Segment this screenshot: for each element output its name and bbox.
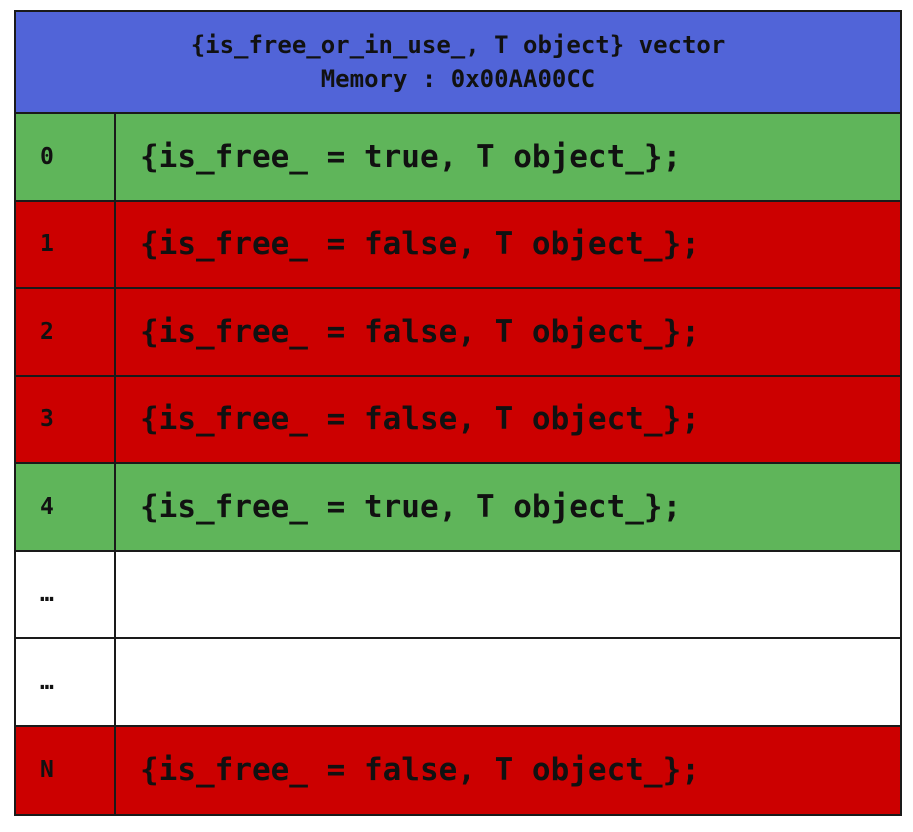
vector-diagram: {is_free_or_in_use_, T object} vector Me… [14,10,902,816]
slot-content: {is_free_ = true, T object_}; [140,488,682,525]
slot-index: 2 [16,289,116,375]
slot-row: 2 {is_free_ = false, T object_}; [16,289,900,377]
slot-row: 1 {is_free_ = false, T object_}; [16,201,900,289]
slot-index: 3 [16,376,116,462]
slot-content [116,639,900,725]
slot-index: … [16,551,116,637]
slot-index: 4 [16,464,116,550]
slot-content: {is_free_ = false, T object_}; [140,401,700,438]
vector-title: {is_free_or_in_use_, T object} vector [190,31,726,59]
slot-index: N [16,726,116,814]
slot-index: 0 [16,114,116,200]
slot-row: N {is_free_ = false, T object_}; [16,726,900,814]
slot-row: … [16,551,900,639]
slot-row: 3 {is_free_ = false, T object_}; [16,376,900,464]
slot-list: 0 {is_free_ = true, T object_}; 1 {is_fr… [16,114,900,814]
slot-row: … [16,639,900,727]
slot-index: 1 [16,201,116,287]
slot-content: {is_free_ = false, T object_}; [140,226,700,263]
memory-address: Memory : 0x00AA00CC [320,65,596,93]
slot-row: 0 {is_free_ = true, T object_}; [16,114,900,202]
vector-header: {is_free_or_in_use_, T object} vector Me… [16,12,900,114]
slot-content: {is_free_ = false, T object_}; [140,313,700,350]
slot-content: {is_free_ = true, T object_}; [140,138,682,175]
slot-content [116,552,900,638]
slot-content: {is_free_ = false, T object_}; [140,752,700,789]
slot-index: … [16,639,116,725]
slot-row: 4 {is_free_ = true, T object_}; [16,464,900,552]
